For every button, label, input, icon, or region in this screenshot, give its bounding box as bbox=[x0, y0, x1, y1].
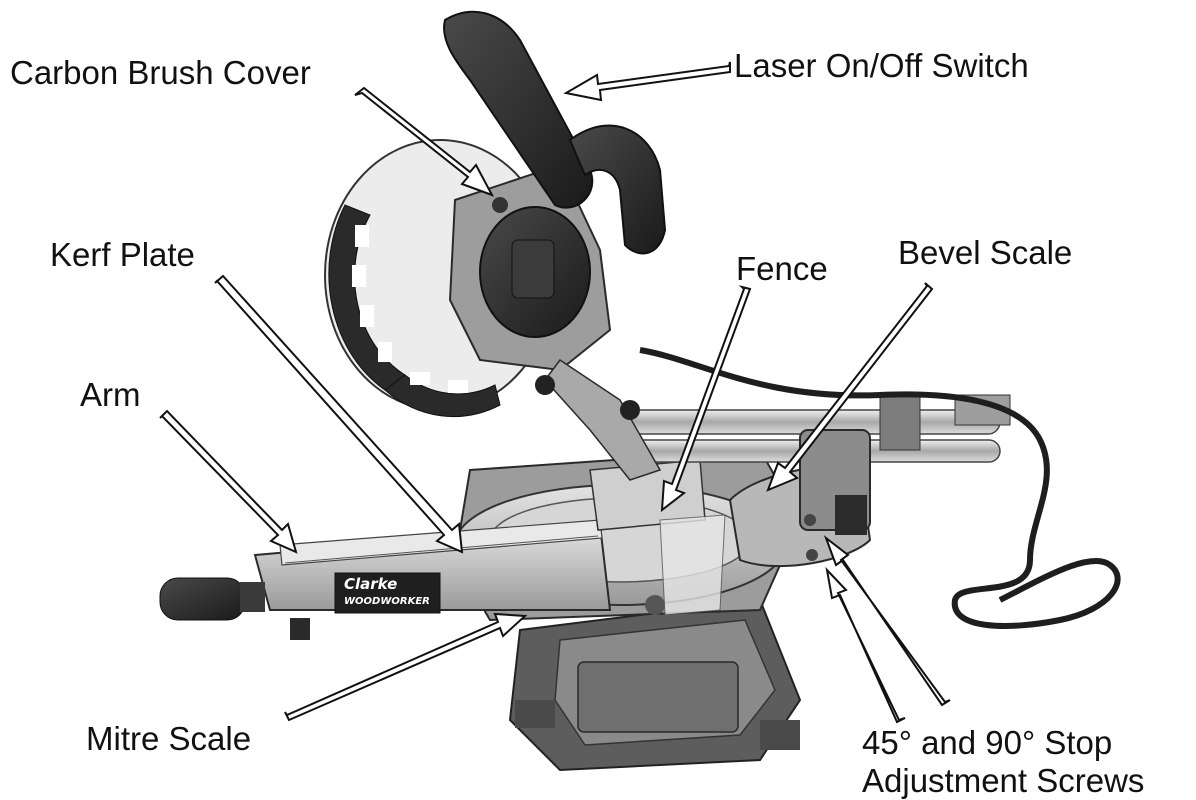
arrow-carbon-brush bbox=[354, 86, 495, 197]
arrow-arm bbox=[159, 409, 298, 554]
logo-brand: Clarke bbox=[344, 575, 398, 593]
arrow-mitre-scale bbox=[284, 612, 528, 722]
clarke-logo-badge bbox=[334, 572, 441, 614]
label-arm: Arm bbox=[80, 376, 141, 413]
arrow-laser-switch bbox=[563, 61, 731, 102]
label-bevel-scale: Bevel Scale bbox=[898, 234, 1073, 271]
motor-housing bbox=[448, 163, 662, 481]
bevel-pivot bbox=[728, 429, 872, 568]
label-laser-switch: Laser On/Off Switch bbox=[734, 47, 1029, 84]
callout-arrows bbox=[159, 61, 951, 724]
clarke-logo: Clarke WOODWORKER bbox=[344, 577, 430, 607]
label-stop-screws: 45° and 90° Stop Adjustment Screws bbox=[862, 724, 1144, 800]
arrow-stop-screw-2 bbox=[823, 535, 951, 707]
power-cable bbox=[639, 347, 1121, 629]
label-mitre-scale: Mitre Scale bbox=[86, 720, 252, 757]
carbon-brush-cover bbox=[492, 197, 508, 213]
label-kerf-plate: Kerf Plate bbox=[50, 236, 195, 273]
arrow-kerf-plate bbox=[214, 274, 464, 554]
label-carbon-brush-cover: Carbon Brush Cover bbox=[10, 54, 311, 91]
logo-subbrand: WOODWORKER bbox=[344, 596, 430, 607]
arrow-stop-screw-1 bbox=[825, 566, 906, 724]
label-fence: Fence bbox=[736, 250, 828, 287]
arrow-fence bbox=[660, 285, 752, 513]
arrow-bevel-scale bbox=[766, 282, 934, 492]
label-stop-screws-line1: 45° and 90° Stop bbox=[862, 724, 1113, 761]
arm-handle bbox=[159, 577, 246, 621]
label-stop-screws-line2: Adjustment Screws bbox=[862, 761, 1145, 799]
saw-handle bbox=[443, 10, 667, 255]
